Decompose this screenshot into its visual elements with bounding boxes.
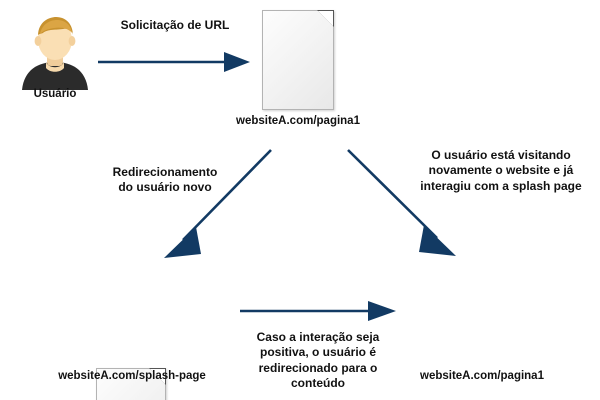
edge-label-line: positiva, o usuário é — [259, 345, 377, 360]
edge-label-line: redirecionado para o — [258, 360, 378, 375]
edge-label-line: O usuário está visitando — [431, 148, 571, 162]
page-fold-curl-icon — [150, 369, 165, 384]
page1-top-caption: websiteA.com/pagina1 — [236, 115, 360, 127]
edge-label-request: Solicitação de URL — [120, 18, 230, 32]
edge-label-returning-user: O usuário está visitando novamente o web… — [405, 148, 597, 194]
arrow-positive-interaction — [240, 301, 396, 321]
edge-label-line: novamente o website e já — [428, 163, 574, 178]
user-avatar-icon — [16, 12, 94, 90]
document-icon-page1-top[interactable] — [262, 10, 334, 110]
edge-label-line: conteúdo — [291, 376, 345, 391]
edge-label-line: Redirecionamento — [112, 165, 218, 179]
splash-page-caption: websiteA.com/splash-page — [58, 370, 206, 382]
edge-label-line: Caso a interação seja — [256, 330, 380, 344]
document-icon-splash-page[interactable]: Splash Page — [96, 368, 166, 400]
page-fold-curl-icon — [318, 11, 333, 26]
edge-label-positive-interaction: Caso a interação seja positiva, o usuári… — [232, 330, 404, 391]
content-caption: websiteA.com/pagina1 — [420, 370, 544, 382]
edge-label-line: do usuário novo — [118, 180, 212, 195]
edge-label-line: interagiu com a splash page — [420, 178, 582, 193]
user-caption: Usuário — [33, 88, 77, 100]
edge-label-redirect-new-user: Redirecionamento do usuário novo — [85, 165, 245, 196]
arrow-request — [98, 52, 250, 72]
